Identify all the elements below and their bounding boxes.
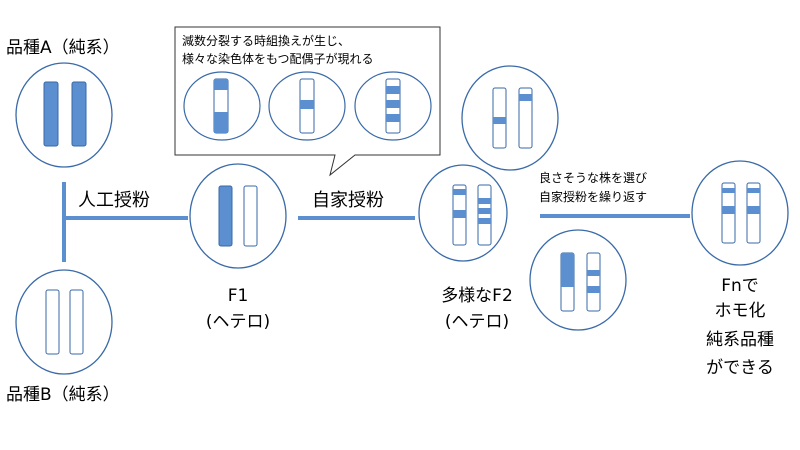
connector-lines [62,182,690,262]
callout-line-1: 減数分裂する時組換えが生じ、 [182,33,350,48]
f1-label: F1 [228,286,249,306]
chromosome [218,185,233,247]
variety-a-label: 品種A（純系） [6,38,120,58]
f2-cell-middle [418,164,508,262]
chromosome [477,184,492,246]
cell-circle [691,160,789,266]
chromosome-band [561,253,574,287]
fn-label-line-3: 純系品種 [706,330,774,350]
variety-b-label: 品種B（純系） [6,385,120,405]
variety-b-cell [15,269,113,375]
f2-label: 多様なF2 [441,286,513,306]
chromosome-band [493,117,506,124]
chromosome-band [214,79,228,90]
f2-cell-top [461,65,559,171]
selection-note-line-2: 自家授粉を繰り返す [539,189,647,204]
selection-note-line-1: 良さそうな株を選び [539,170,647,185]
chromosome-band [722,188,735,193]
chromosome-band [478,208,491,214]
chromosome-band [214,112,228,133]
chromosome-band [587,286,600,293]
fn-label-line-4: ができる [706,358,774,378]
chromosome [243,185,258,247]
fn-cell [691,160,789,266]
f2-cell-bottom [529,229,627,331]
fn-label-line-2: ホモ化 [715,301,766,321]
chromosome-band [386,114,400,122]
fn-label-line-1: Fnで [721,276,759,296]
cell-circle [15,269,113,375]
chromosome-band [300,100,314,109]
chromosome-band [386,86,400,94]
self-pollination-label: 自家授粉 [312,190,384,211]
chromosome [45,289,60,355]
chromosome-band [519,94,532,101]
chromosome-band [747,206,760,214]
chromosome [43,81,59,147]
chromosome-band [453,189,466,195]
chromosome-band [386,100,400,108]
callout-line-2: 様々な染色体をもつ配偶子が現れる [182,51,374,66]
recombination-callout: 減数分裂する時組換えが生じ、 様々な染色体をもつ配偶子が現れる [174,26,441,177]
chromosome-band [747,188,760,193]
chromosome-band [453,210,466,218]
chromosome [71,81,87,147]
chromosome-band [478,218,491,224]
chromosome-band [722,206,735,214]
chromosome [586,252,601,312]
artificial-pollination-label: 人工授粉 [78,190,150,211]
cell-circle [461,65,559,171]
chromosome-band [587,270,600,276]
chromosome [518,87,533,149]
cell-circle [529,229,627,331]
f1-cell [189,163,287,269]
cell-circle [189,163,287,269]
chromosome [69,289,84,355]
f2-heterozygous-label: (ヘテロ) [445,312,509,332]
cell-circle [15,62,113,168]
variety-a-cell [15,62,113,168]
f1-heterozygous-label: (ヘテロ) [206,312,270,332]
chromosome-band [478,198,491,204]
